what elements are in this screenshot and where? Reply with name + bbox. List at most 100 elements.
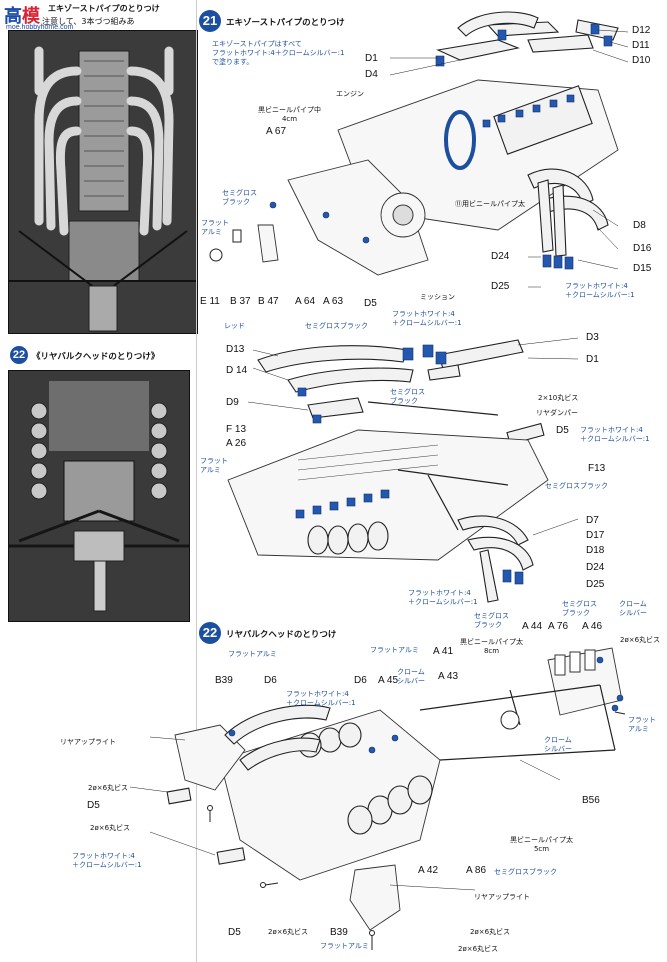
flat-white-chrome-21a: フラットホワイト:4 ＋クロームシルバー:1 (565, 282, 635, 300)
screw-22e: 2ø×6丸ビス (470, 928, 511, 936)
black-vinyl-pipe-medium: 黒ビニールパイプ中 4cm (258, 106, 321, 124)
part-a42: A 42 (418, 865, 439, 876)
chrome-silver-22a: クローム シルバー (619, 600, 647, 618)
flat-alumi-21b-line2: アルミ (200, 465, 221, 474)
fwc-21c-line1: フラットホワイト:4 (580, 426, 643, 434)
rear-upright-22b: リヤアップライト (474, 893, 530, 901)
part-d3: D3 (586, 332, 599, 343)
part-d16: D16 (633, 243, 652, 254)
part-a63: A 63 (323, 296, 344, 307)
semigloss-21b-top-line1: セミグロス (390, 388, 425, 396)
step21-note-line3: で塗ります。 (212, 57, 254, 66)
step21-diagram (209, 11, 629, 288)
screw-22a: 2ø×6丸ビス (620, 636, 661, 644)
semigloss-black-note-21: セミグロス ブラック (222, 189, 257, 207)
black-pipe-medium-line1: 黒ビニールパイプ中 (258, 106, 321, 114)
screw-22d: 2ø×6丸ビス (268, 928, 309, 936)
watermark-site: moe.hobbyhome.com (6, 24, 74, 31)
fwc-21a-line1: フラットホワイト:4 (565, 282, 628, 290)
flat-alumi-22c-line2: アルミ (628, 724, 649, 733)
black-pipe-medium-line2: 4cm (281, 114, 298, 123)
semigloss-22b-line2: ブラック (562, 608, 590, 617)
screw-22f: 2ø×6丸ビス (458, 945, 499, 953)
flat-alumi-note-21: フラット アルミ (201, 219, 229, 237)
section22-badge-left: 22 (10, 346, 28, 364)
step22-diagram (129, 647, 626, 950)
part-d1-b: D1 (586, 354, 599, 365)
flat-alumi-22a: フラットアルミ (228, 650, 277, 658)
semigloss-21-line2: ブラック (222, 197, 250, 206)
flat-alumi-21-line2: アルミ (201, 227, 222, 236)
step22-title: リヤバルクヘッドのとりつけ (226, 630, 337, 640)
rear-bulkhead-photo (8, 370, 190, 622)
part-d25-21: D25 (491, 281, 510, 292)
semigloss-black-note-21b: セミグロスブラック (305, 322, 368, 330)
flat-white-chrome-21d: フラットホワイト:4 ＋クロームシルバー:1 (408, 589, 478, 607)
step21-title: エキゾーストパイプのとりつけ (226, 18, 345, 28)
part-d6-b: D6 (354, 675, 367, 686)
part-b47: B 47 (258, 296, 279, 307)
fwc-21b-line1: フラットホワイト:4 (392, 310, 455, 318)
fwc-22a-line2: ＋クロームシルバー:1 (286, 698, 356, 707)
part-d25-21b: D25 (586, 579, 605, 590)
fwc-21b-line2: ＋クロームシルバー:1 (392, 318, 462, 327)
part-f13-b: F13 (588, 463, 606, 474)
part-a86: A 86 (466, 865, 487, 876)
part-d5-22a: D5 (87, 800, 100, 811)
part-d9: D9 (226, 397, 239, 408)
engine-top-photo (8, 30, 198, 334)
fwc-21a-line2: ＋クロームシルバー:1 (565, 290, 635, 299)
semigloss-21-line1: セミグロス (222, 189, 257, 197)
part-d18: D18 (586, 545, 605, 556)
part-d4: D4 (365, 69, 378, 80)
rear-upright-22a: リヤアップライト (60, 738, 116, 746)
part-d12: D12 (632, 25, 651, 36)
logo-char-2: 模 (22, 6, 40, 26)
flat-alumi-21-line1: フラット (201, 219, 229, 227)
part-b39-top: B39 (215, 675, 233, 686)
fwc-21d-line2: ＋クロームシルバー:1 (408, 597, 478, 606)
black-pipe-5cm: 黒ビニールパイプ太 5cm (510, 836, 573, 854)
part-d24-21b: D24 (586, 562, 605, 573)
flat-white-chrome-21b: フラットホワイト:4 ＋クロームシルバー:1 (392, 310, 462, 328)
thick-vinyl-pipe-label: ⑪用ビニールパイプ太 (455, 200, 525, 208)
screw-2x10: 2×10丸ビス (538, 394, 579, 402)
part-d15: D15 (633, 263, 652, 274)
fwc-22b-line1: フラットホワイト:4 (72, 852, 135, 860)
part-b37: B 37 (230, 296, 251, 307)
logo-char-1: 高 (4, 6, 22, 26)
part-a76: A 76 (548, 621, 569, 632)
semigloss-21b-top-line2: ブラック (390, 396, 418, 405)
flat-alumi-22b: フラットアルミ (370, 646, 419, 654)
semigloss-22b: セミグロス ブラック (562, 600, 597, 618)
flat-alumi-21b-line1: フラット (200, 457, 228, 465)
part-d8: D8 (633, 220, 646, 231)
fwc-21d-line1: フラットホワイト:4 (408, 589, 471, 597)
black-pipe-8cm: 黒ビニールパイプ太 8cm (460, 638, 523, 656)
part-d13: D13 (226, 344, 245, 355)
semigloss-22a-line2: ブラック (474, 620, 502, 629)
step21-note: エキゾーストパイプはすべて フラットホワイト:4＋クロームシルバー:1 で塗りま… (212, 40, 344, 66)
fwc-22a-line1: フラットホワイト:4 (286, 690, 349, 698)
flat-alumi-22d: フラットアルミ (320, 942, 369, 950)
section22-caption-left: 《リヤバルクヘッドのとりつけ》 (32, 352, 160, 362)
part-d17: D17 (586, 530, 605, 541)
mission-label: ミッション (420, 293, 455, 301)
part-d10: D10 (632, 55, 651, 66)
part-a41: A 41 (433, 646, 454, 657)
part-d1: D1 (365, 53, 378, 64)
part-d6-a: D6 (264, 675, 277, 686)
step21-badge: 21 (199, 10, 221, 32)
semigloss-black-note-21b-top: セミグロス ブラック (390, 388, 425, 406)
chrome-22b-line1: クローム (397, 668, 425, 676)
part-d11: D11 (632, 40, 650, 51)
part-d5-21b: D5 (556, 425, 569, 436)
screw-22b: 2ø×6丸ビス (88, 784, 129, 792)
red-note: レッド (224, 322, 245, 330)
part-a46: A 46 (582, 621, 603, 632)
part-d5-21: D5 (364, 298, 377, 309)
engine-label: エンジン (336, 90, 364, 98)
semigloss-black-note-21b-2: セミグロスブラック (545, 482, 608, 490)
step21-note-line2: フラットホワイト:4＋クロームシルバー:1 (212, 48, 345, 57)
flat-alumi-22c: フラット アルミ (628, 716, 656, 734)
